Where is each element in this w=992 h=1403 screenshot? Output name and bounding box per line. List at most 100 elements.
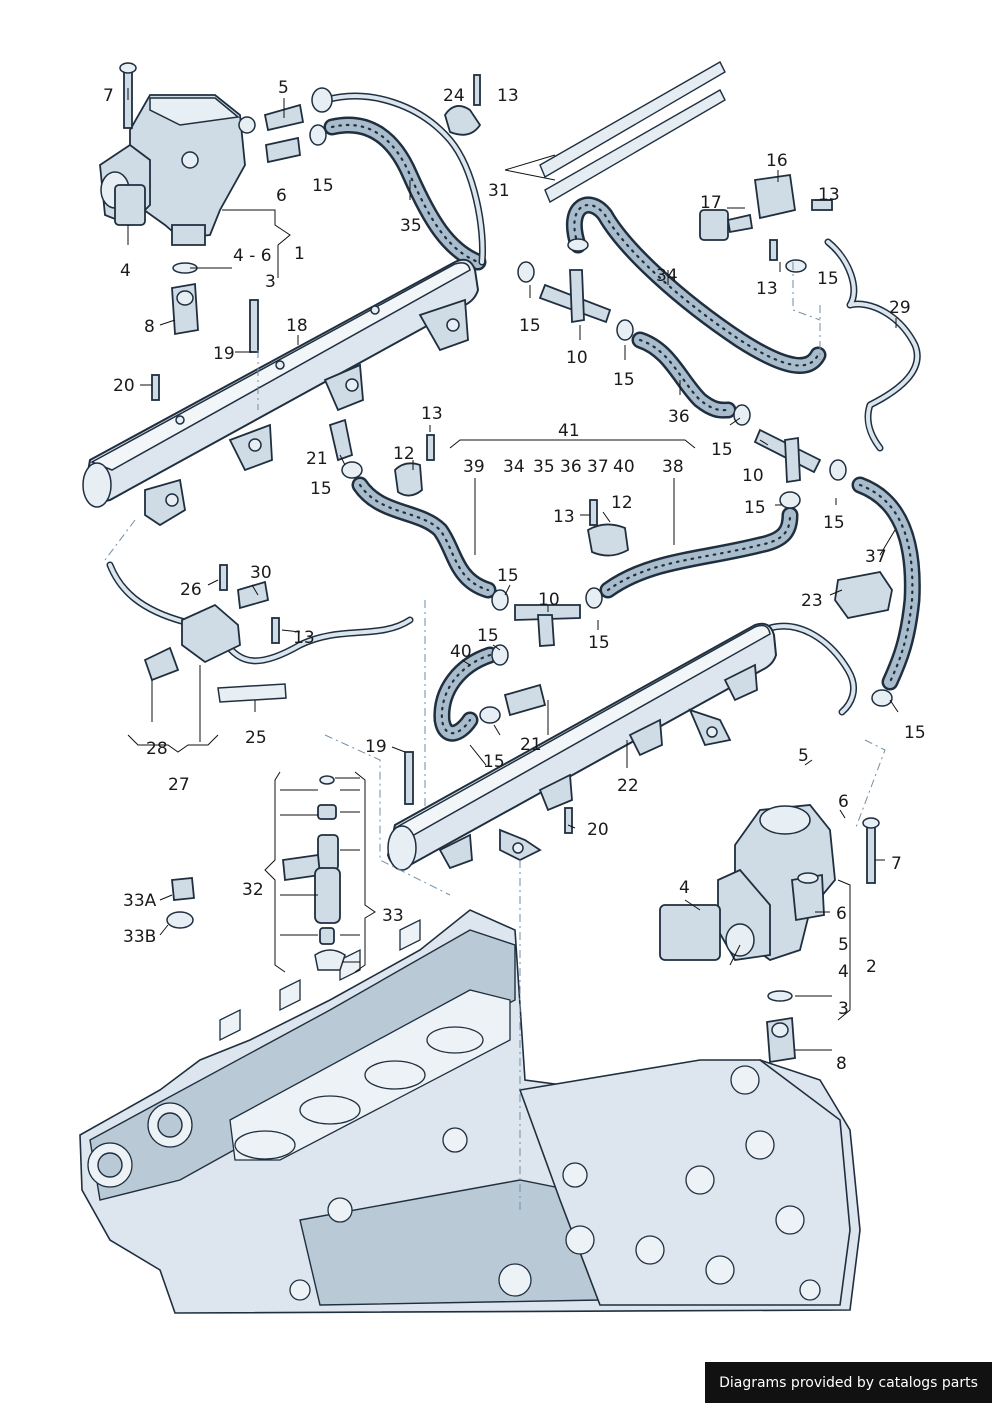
callout-22: 22 bbox=[617, 776, 639, 796]
hose-36 bbox=[631, 331, 737, 419]
small-parts bbox=[143, 61, 893, 971]
pipe-rail-22-to-pump bbox=[766, 622, 857, 716]
callout-29: 29 bbox=[889, 298, 911, 318]
callout-37: 37 bbox=[587, 457, 609, 477]
hose-39 bbox=[351, 476, 497, 599]
callout-8: 8 bbox=[836, 1054, 847, 1074]
callout-25: 25 bbox=[245, 728, 267, 748]
callout-5: 5 bbox=[278, 78, 289, 98]
callout-13: 13 bbox=[553, 507, 575, 527]
pipe-to-sensor-block bbox=[106, 561, 414, 665]
pipe-5-high-pressure bbox=[322, 92, 486, 266]
callout-27: 27 bbox=[168, 775, 190, 795]
callout-2: 2 bbox=[866, 957, 877, 977]
engine-block-illustration bbox=[79, 909, 861, 1314]
callout-33A: 33A bbox=[123, 891, 157, 911]
fuel-rail-22 bbox=[386, 622, 778, 871]
callout-38: 38 bbox=[662, 457, 684, 477]
callout-13: 13 bbox=[818, 185, 840, 205]
callout-15: 15 bbox=[744, 498, 766, 518]
callout-3: 3 bbox=[265, 272, 276, 292]
fuel-rail-18 bbox=[82, 258, 480, 527]
callout-18: 18 bbox=[286, 316, 308, 336]
callout-15: 15 bbox=[519, 316, 541, 336]
hose-35 bbox=[323, 116, 487, 271]
high-pressure-pump-2 bbox=[659, 804, 880, 1064]
callout-40: 40 bbox=[450, 642, 472, 662]
callout-15: 15 bbox=[613, 370, 635, 390]
callout-10: 10 bbox=[742, 466, 764, 486]
callout-6: 6 bbox=[838, 792, 849, 812]
hose-40 bbox=[433, 646, 499, 742]
callout-34: 34 bbox=[503, 457, 525, 477]
callout-7: 7 bbox=[891, 854, 902, 874]
hose-37 bbox=[851, 476, 921, 691]
credit-banner: Diagrams provided by catalogs parts bbox=[705, 1362, 992, 1403]
callout-4: 4 bbox=[838, 962, 849, 982]
assembly-lines bbox=[104, 262, 886, 1210]
callout-28: 28 bbox=[146, 739, 168, 759]
callout-10: 10 bbox=[538, 590, 560, 610]
callout-15: 15 bbox=[823, 513, 845, 533]
callout-6: 6 bbox=[276, 186, 287, 206]
callout-15: 15 bbox=[711, 440, 733, 460]
callout-30: 30 bbox=[250, 563, 272, 583]
callout-33B: 33B bbox=[123, 927, 156, 947]
callout-labels: 7 5 24 13 6 15 31 16 17 13 35 1 4 4 - 6 … bbox=[103, 78, 926, 1074]
callout-33: 33 bbox=[382, 906, 404, 926]
callout-40: 40 bbox=[613, 457, 635, 477]
callout-1: 1 bbox=[294, 244, 305, 264]
callout-21: 21 bbox=[520, 735, 542, 755]
high-pressure-pump-1 bbox=[99, 62, 256, 336]
callout-12: 12 bbox=[393, 444, 415, 464]
callout-20: 20 bbox=[587, 820, 609, 840]
credit-text: Diagrams provided by catalogs parts bbox=[719, 1374, 978, 1391]
callout-6: 6 bbox=[836, 904, 847, 924]
callout-24: 24 bbox=[443, 86, 465, 106]
callout-15: 15 bbox=[904, 723, 926, 743]
callout-21: 21 bbox=[306, 449, 328, 469]
callout-15: 15 bbox=[817, 269, 839, 289]
callout-34: 34 bbox=[656, 266, 678, 286]
callout-36: 36 bbox=[560, 457, 582, 477]
callout-5: 5 bbox=[798, 746, 809, 766]
callout-12: 12 bbox=[611, 493, 633, 513]
callout-15: 15 bbox=[588, 633, 610, 653]
callout-13: 13 bbox=[756, 279, 778, 299]
callout-23: 23 bbox=[801, 591, 823, 611]
callout-35: 35 bbox=[400, 216, 422, 236]
callout-3: 3 bbox=[838, 999, 849, 1019]
callout-26: 26 bbox=[180, 580, 202, 600]
callout-13: 13 bbox=[421, 404, 443, 424]
callout-36: 36 bbox=[668, 407, 690, 427]
callout-15: 15 bbox=[497, 566, 519, 586]
callout-4-6: 4 - 6 bbox=[233, 246, 272, 266]
callout-4: 4 bbox=[120, 261, 131, 281]
callout-5: 5 bbox=[838, 935, 849, 955]
callout-8: 8 bbox=[144, 317, 155, 337]
callout-15: 15 bbox=[477, 626, 499, 646]
pipe-29 bbox=[824, 238, 921, 452]
callout-32: 32 bbox=[242, 880, 264, 900]
hose-38 bbox=[599, 506, 799, 599]
callout-13: 13 bbox=[497, 86, 519, 106]
callout-15: 15 bbox=[483, 752, 505, 772]
callout-4: 4 bbox=[679, 878, 690, 898]
callout-31: 31 bbox=[488, 181, 510, 201]
callout-35: 35 bbox=[533, 457, 555, 477]
callout-16: 16 bbox=[766, 151, 788, 171]
callout-7: 7 bbox=[103, 86, 114, 106]
callout-37: 37 bbox=[865, 547, 887, 567]
callout-19: 19 bbox=[213, 344, 235, 364]
callout-39: 39 bbox=[463, 457, 485, 477]
callout-20: 20 bbox=[113, 376, 135, 396]
callout-15: 15 bbox=[310, 479, 332, 499]
callout-17: 17 bbox=[700, 193, 722, 213]
callout-15: 15 bbox=[312, 176, 334, 196]
callout-41: 41 bbox=[558, 421, 580, 441]
callout-19: 19 bbox=[365, 737, 387, 757]
leader-lines bbox=[127, 88, 899, 1051]
callout-13: 13 bbox=[293, 628, 315, 648]
hose-34 bbox=[565, 196, 827, 374]
